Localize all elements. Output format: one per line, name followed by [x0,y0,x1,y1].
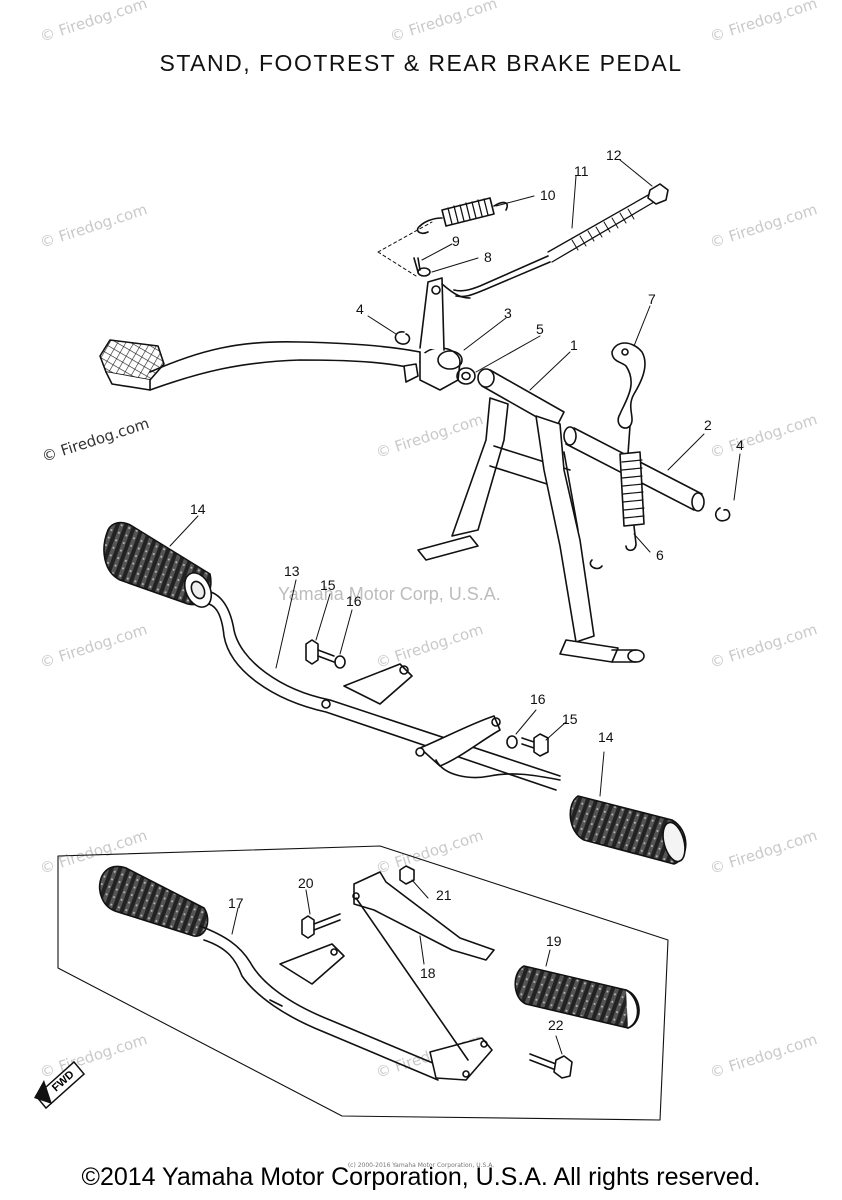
parts-diagram: © Firedog.com © Firedog.com © Firedog.co… [34,0,820,1121]
watermark-text: © Firedog.com [708,620,820,672]
watermark-text: © Firedog.com [708,410,820,462]
callout-16-right: 16 [530,691,546,707]
diagram-title: STAND, FOOTREST & REAR BRAKE PEDAL [159,50,683,76]
spring-10 [416,197,509,235]
nut-12 [647,183,669,205]
callout-13: 13 [284,563,300,579]
footrest-bar-13 [195,590,561,791]
watermark-text: © Firedog.com [38,826,150,878]
watermark-text: © Firedog.com [374,826,486,878]
bolt-22 [529,1053,573,1079]
callout-18: 18 [420,965,436,981]
watermark-text: © Firedog.com [374,410,486,462]
bolt-15-right [521,733,549,757]
clip-4-right [714,507,731,522]
spring-6 [619,425,645,552]
callout-15-left: 15 [320,577,336,593]
callout-17: 17 [228,895,244,911]
callout-12: 12 [606,147,622,163]
callout-20: 20 [298,875,314,891]
nut-21 [399,865,415,885]
watermark-text: © Firedog.com [708,826,820,878]
callout-labels: 1 2 3 4 4 5 6 7 8 9 10 11 12 13 14 14 15… [190,147,744,1033]
callout-4-right: 4 [736,437,744,453]
callout-14-right: 14 [598,729,614,745]
callout-15-right: 15 [562,711,578,727]
center-watermark: Yamaha Motor Corp, U.S.A. [278,584,501,604]
tiny-copyright: (c) 2000-2016 Yamaha Motor Corporation, … [347,1162,495,1169]
leader-lines [169,159,741,1055]
main-stand-1 [417,368,645,663]
callout-8: 8 [484,249,492,265]
callout-1: 1 [570,337,578,353]
brake-pedal [99,277,471,391]
watermark-text: © Firedog.com [708,200,820,252]
callout-11: 11 [574,163,589,179]
callout-10: 10 [540,187,556,203]
watermark-text: © Firedog.com [708,1030,820,1082]
washer-16-right [506,735,518,749]
callout-16-left: 16 [346,593,362,609]
callout-3: 3 [504,305,512,321]
callout-22: 22 [548,1017,564,1033]
bracket-18 [352,871,495,1061]
watermark-text: © Firedog.com [38,620,150,672]
callout-2: 2 [704,417,712,433]
callout-4-left: 4 [356,301,364,317]
watermark-text: © Firedog.com [40,414,152,466]
callout-7: 7 [648,291,656,307]
clip-4-left [394,331,411,345]
washer-16-left [334,655,346,669]
footrest-rubber-19 [514,965,640,1029]
footrest-rubber-17 [98,865,209,937]
washer-8 [417,267,431,277]
washer-5 [456,367,476,385]
footrest-rubber-14-right [569,795,687,865]
inset-frame [57,845,669,1121]
callout-5: 5 [536,321,544,337]
callout-21: 21 [436,887,452,903]
bolt-20 [301,913,341,939]
bolt-15-left [305,639,335,665]
watermark-text: © Firedog.com [374,620,486,672]
footrest-rubber-14-left [103,521,213,608]
callout-6: 6 [656,547,664,563]
callout-9: 9 [452,233,460,249]
watermark-text: © Firedog.com [708,0,820,46]
spring-hook-plate-7 [611,342,646,429]
watermark-text: © Firedog.com [388,0,500,46]
callout-14-left: 14 [190,501,206,517]
watermark-text: © Firedog.com [38,200,150,252]
brake-rod-11 [453,193,655,298]
watermark-text: © Firedog.com [38,0,150,46]
watermark-text: © Firedog.com [38,1030,150,1082]
callout-19: 19 [546,933,562,949]
footrest-bar-17 [199,925,493,1081]
footer-copyright: ©2014 Yamaha Motor Corporation, U.S.A. A… [81,1163,761,1191]
cotter-pin-9 [413,257,421,273]
